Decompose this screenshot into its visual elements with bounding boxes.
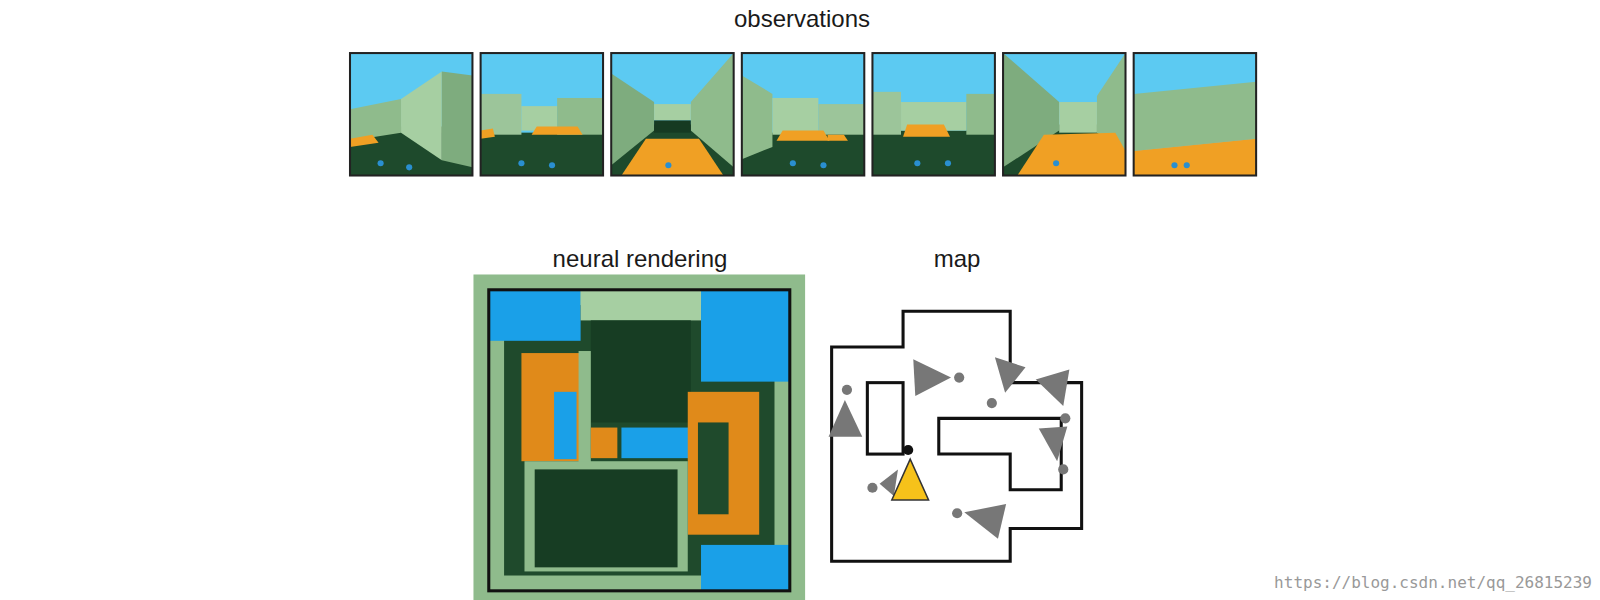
- watermark: https://blog.csdn.net/qq_26815239: [1274, 573, 1592, 592]
- observation-frame: [481, 53, 603, 175]
- observation-frame: [1003, 53, 1125, 175]
- observation-frame: [611, 53, 733, 175]
- panel-group: observations: [346, 4, 1258, 182]
- panel-heading: neural rendering: [485, 244, 795, 274]
- rendering-image: [489, 290, 790, 591]
- observation-frame: [1134, 53, 1256, 175]
- observation-frame: [350, 53, 472, 175]
- observation-frame: [742, 53, 864, 175]
- panel-group: map: [822, 244, 1092, 574]
- maze-map: [829, 311, 1082, 561]
- panel-group: neural rendering: [485, 244, 795, 594]
- panel-heading: observations: [346, 4, 1258, 34]
- panel-heading: map: [822, 244, 1092, 274]
- observation-frame: [872, 53, 994, 175]
